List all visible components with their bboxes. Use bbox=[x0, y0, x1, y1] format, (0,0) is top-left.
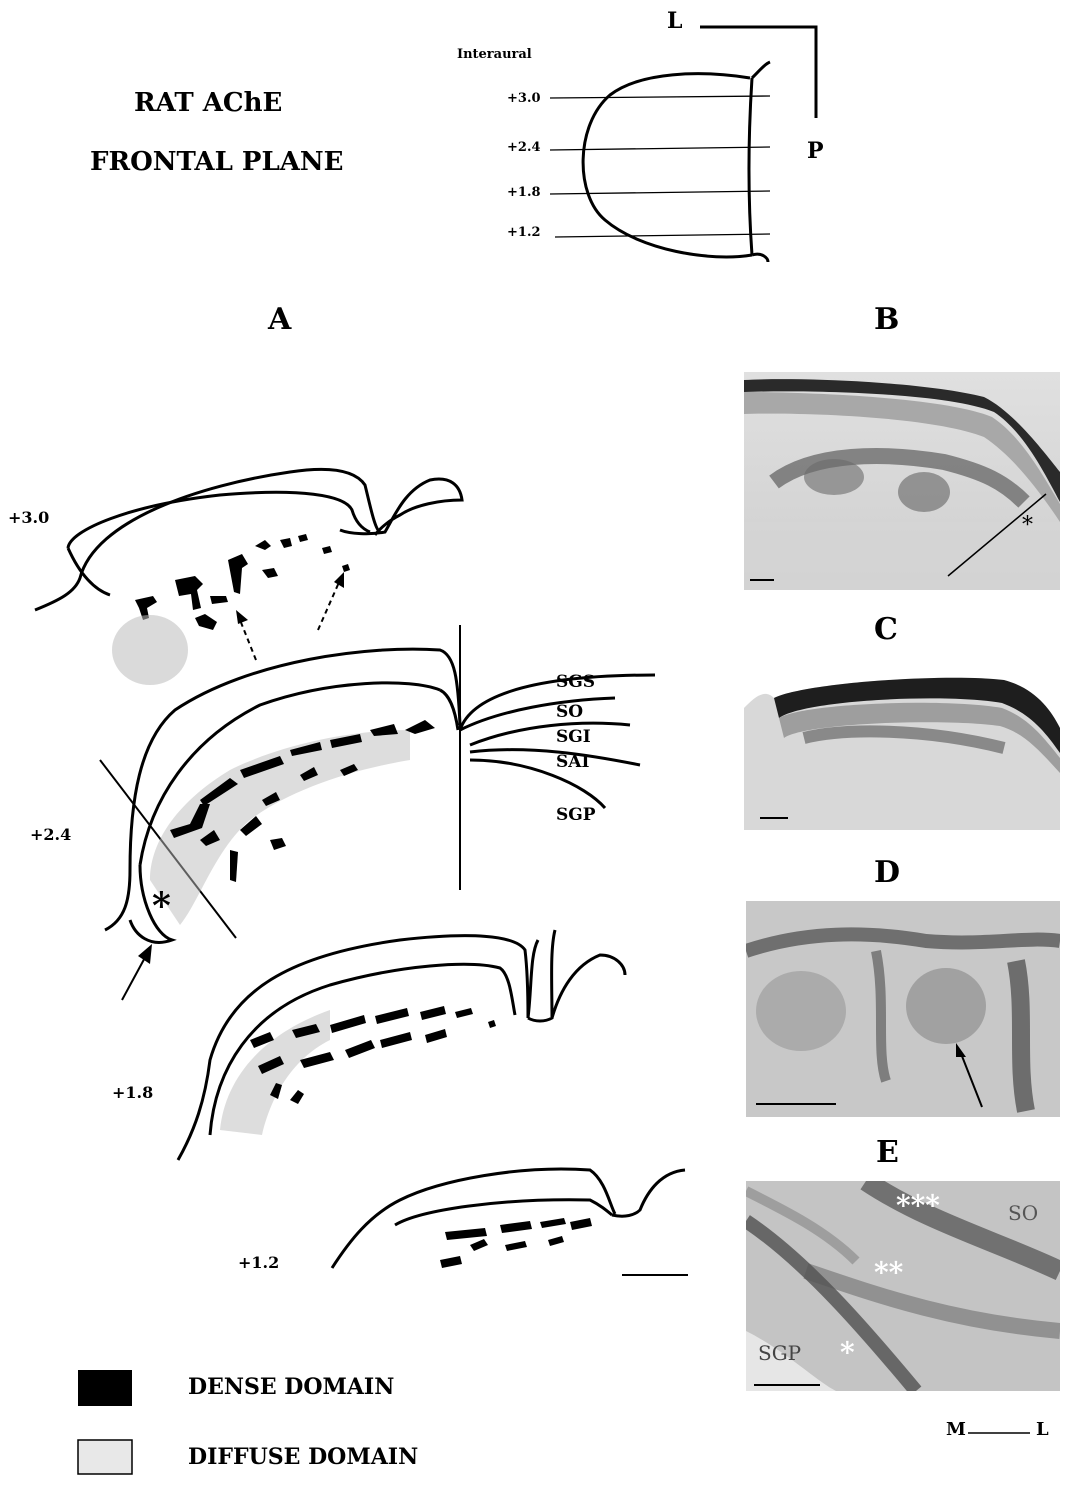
panel-label-b: B bbox=[874, 302, 900, 337]
orientation-axes bbox=[700, 25, 818, 118]
section-label-1-8: +1.8 bbox=[112, 1083, 154, 1102]
dense-patches-2-4 bbox=[170, 720, 435, 882]
section-2-4-arrowhead bbox=[138, 944, 152, 964]
arrowheads-3-0 bbox=[236, 572, 344, 624]
section-1-8 bbox=[176, 929, 627, 1161]
level-1-2: +1.2 bbox=[507, 225, 541, 240]
layer-label-so: SO bbox=[556, 702, 584, 722]
diffuse-3-0 bbox=[112, 615, 188, 685]
figure-title-line1: RAT AChE bbox=[134, 88, 283, 118]
section-2-4-arrow bbox=[121, 951, 149, 1001]
section-1-2 bbox=[330, 1167, 686, 1269]
section-2-4-asterisk: * bbox=[152, 885, 171, 927]
level-lines bbox=[549, 95, 771, 238]
axis-lateral-label: L bbox=[667, 8, 683, 34]
dense-patches-1-8 bbox=[250, 1006, 496, 1104]
level-1-8: +1.8 bbox=[507, 185, 541, 200]
micrograph-b: * bbox=[744, 372, 1060, 590]
level-3-0: +3.0 bbox=[507, 91, 541, 106]
section-3-0 bbox=[34, 467, 464, 612]
axis-medial-label: M bbox=[946, 1419, 966, 1440]
micrograph-e-label-so: SO bbox=[1008, 1201, 1039, 1225]
layer-label-sgs: SGS bbox=[556, 672, 596, 692]
layer-label-sgp: SGP bbox=[556, 805, 596, 825]
micrograph-e-art bbox=[746, 1181, 1060, 1391]
micrograph-c-art bbox=[744, 658, 1060, 830]
layer-label-sai: SAI bbox=[556, 752, 590, 772]
micrograph-d bbox=[746, 901, 1060, 1117]
micrograph-d-art bbox=[746, 901, 1060, 1117]
micrograph-e-stars-three: *** bbox=[896, 1189, 940, 1222]
dense-arrows-3-0 bbox=[239, 579, 341, 661]
panel-label-a: A bbox=[268, 302, 292, 337]
micrograph-e-label-sgp: SGP bbox=[758, 1341, 802, 1365]
figure-title-line2: FRONTAL PLANE bbox=[90, 147, 344, 177]
level-2-4: +2.4 bbox=[507, 140, 541, 155]
diffuse-1-8 bbox=[220, 1010, 330, 1135]
micrograph-b-art: * bbox=[744, 379, 1060, 590]
dense-patches-3-0 bbox=[135, 534, 350, 630]
legend-diffuse-swatch bbox=[77, 1439, 133, 1475]
interaural-label: Interaural bbox=[457, 47, 532, 62]
micrograph-c bbox=[744, 658, 1060, 830]
section-label-3-0: +3.0 bbox=[8, 508, 50, 527]
layer-label-sgi: SGI bbox=[556, 727, 591, 747]
micrograph-e: *** ** * SO SGP bbox=[746, 1181, 1060, 1391]
brain-outline-diagram bbox=[581, 60, 771, 263]
micrograph-e-stars-two: ** bbox=[874, 1256, 904, 1289]
micrograph-b-asterisk: * bbox=[1022, 513, 1033, 538]
legend-dense-label: DENSE DOMAIN bbox=[188, 1374, 395, 1400]
legend-diffuse-label: DIFFUSE DOMAIN bbox=[188, 1444, 419, 1470]
legend-dense-swatch bbox=[78, 1370, 132, 1406]
micrograph-e-stars-one: * bbox=[840, 1336, 855, 1369]
axis-posterior-label: P bbox=[807, 138, 824, 164]
section-label-2-4: +2.4 bbox=[30, 825, 72, 844]
axis-lateral-bottom-label: L bbox=[1036, 1419, 1049, 1440]
dense-patches-1-2 bbox=[440, 1218, 592, 1268]
section-label-1-2: +1.2 bbox=[238, 1253, 280, 1272]
panel-label-e: E bbox=[876, 1135, 899, 1170]
panel-label-d: D bbox=[874, 855, 901, 890]
panel-label-c: C bbox=[874, 612, 898, 647]
section-2-4 bbox=[104, 647, 656, 944]
